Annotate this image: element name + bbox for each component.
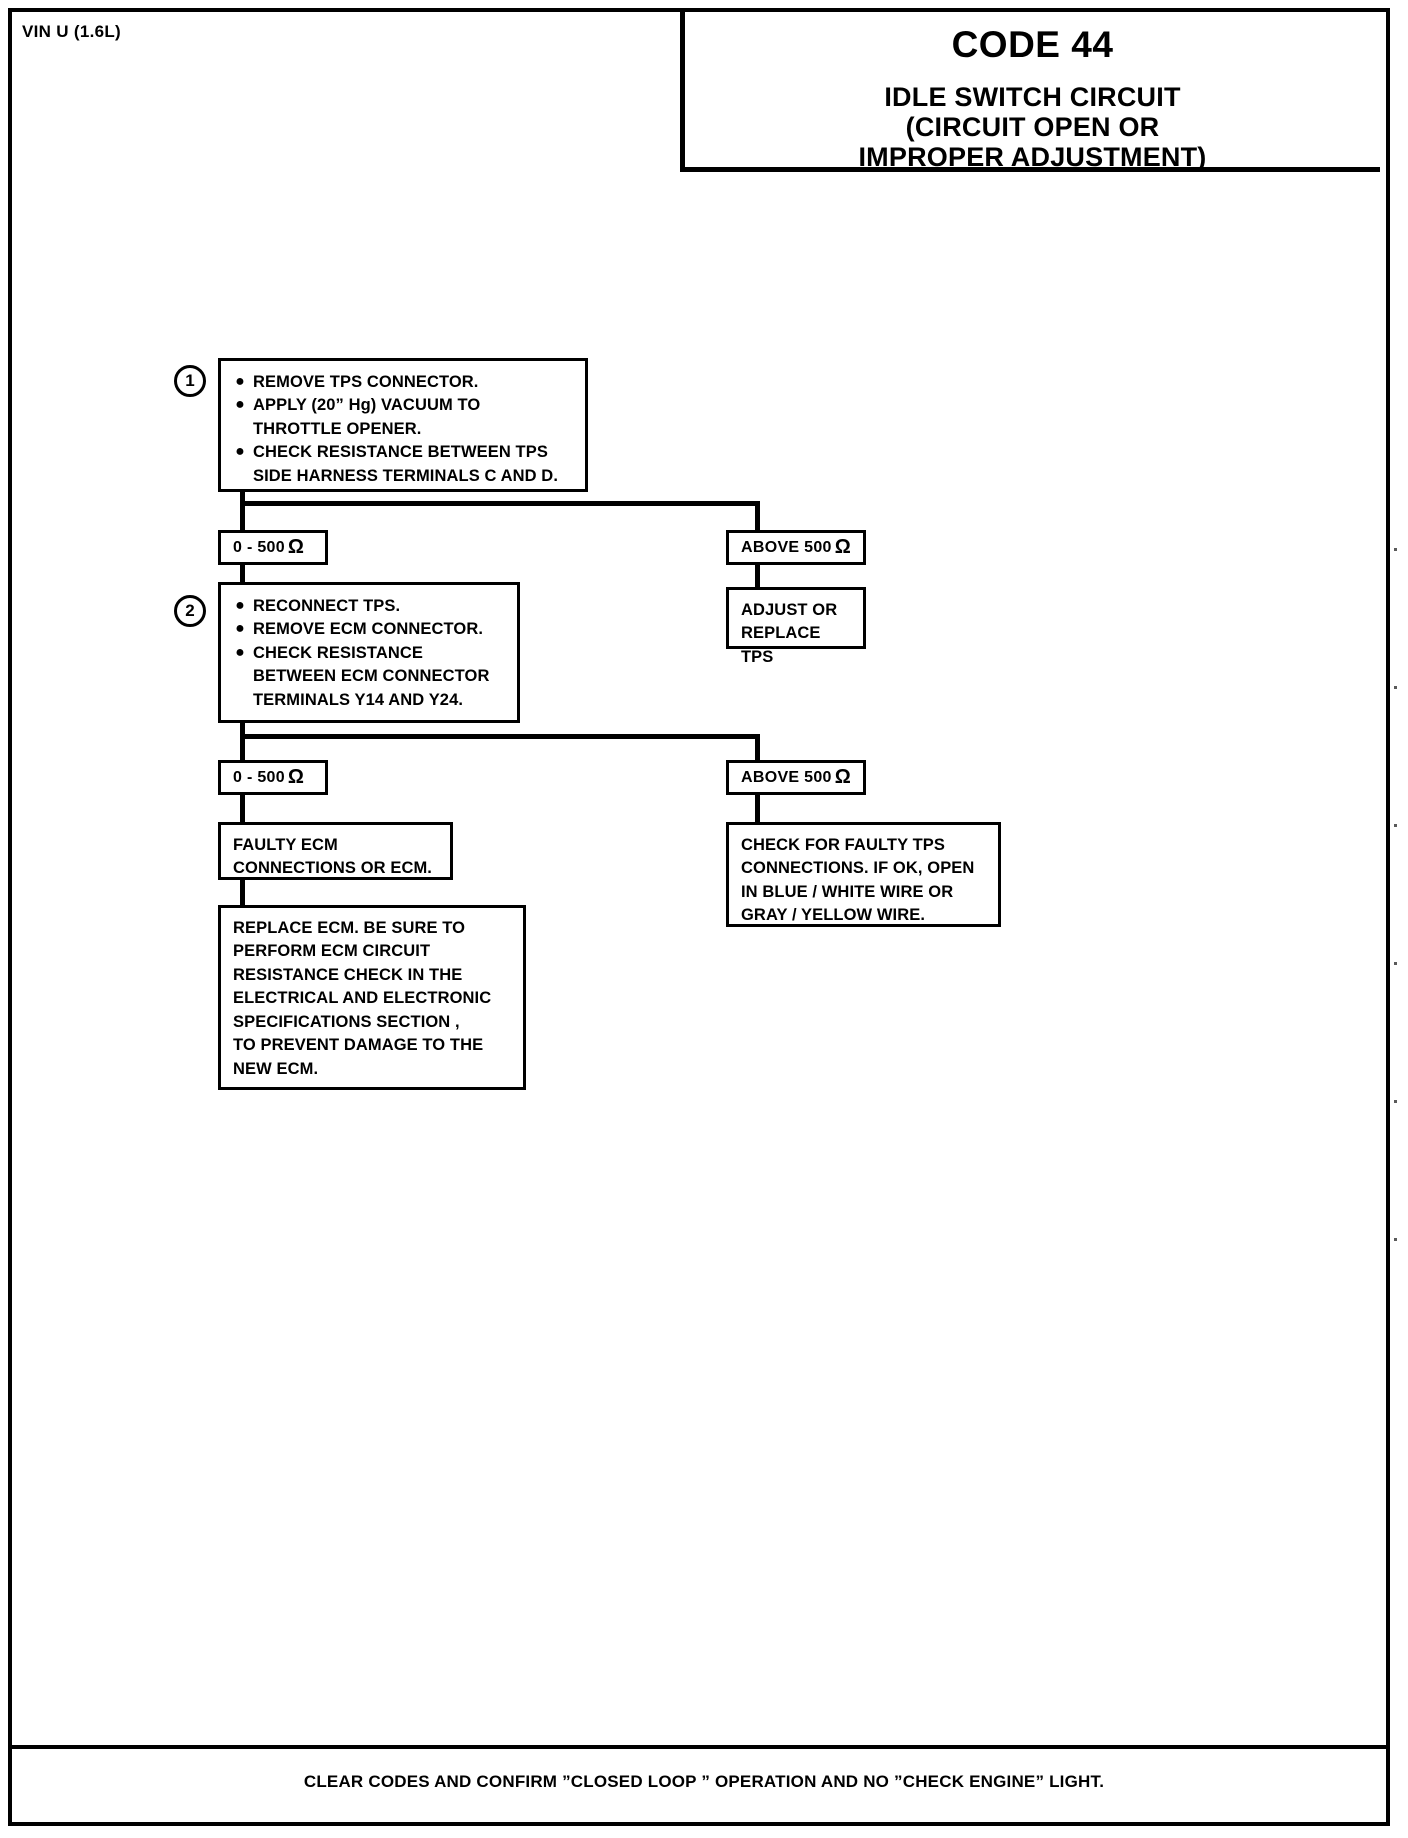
footer-note: CLEAR CODES AND CONFIRM ”CLOSED LOOP ” O… (303, 1772, 1105, 1791)
ohm-icon: Ω (287, 536, 305, 558)
ohm-icon: Ω (834, 766, 852, 788)
bullet-icon: ● (235, 443, 245, 461)
result-line: ADJUST OR (741, 601, 838, 619)
result-line: RESISTANCE CHECK IN THE (233, 965, 463, 984)
result-line: SPECIFICATIONS SECTION , (233, 1012, 460, 1031)
margin-dot (1394, 824, 1397, 827)
margin-dot (1394, 1238, 1397, 1241)
page-title: CODE 44 (951, 24, 1114, 65)
branch1-left-chip-value: 0 - 500 (233, 538, 285, 556)
connector-faulty-ecm-down (240, 880, 245, 906)
ohm-icon: Ω (287, 766, 305, 788)
branch2-left-chip-value: 0 - 500 (233, 768, 285, 786)
connector-branch2-left-down (240, 734, 245, 762)
result-line: CONNECTIONS OR ECM. (233, 859, 432, 878)
page-border (8, 8, 1390, 1826)
connector-branch1-bar (240, 501, 760, 506)
bullet-text: CHECK RESISTANCE (253, 643, 423, 662)
step-1-box: ● REMOVE TPS CONNECTOR. ● APPLY (20” Hg)… (218, 358, 588, 492)
bullet-icon: ● (235, 643, 245, 661)
step-1-bullet-1: ● REMOVE TPS CONNECTOR. (227, 371, 577, 394)
step-1-badge: 1 (174, 365, 206, 397)
connector-chip1L-down (240, 565, 245, 582)
connector-step1-down (240, 492, 245, 504)
vin-label: VIN U (1.6L) (22, 22, 122, 41)
subtitle-line-3: IMPROPER ADJUSTMENT) (858, 142, 1207, 173)
step-2-bullet-3-cont-2: TERMINALS Y14 AND Y24. (253, 690, 464, 709)
result-line: REPLACE TPS (741, 624, 821, 666)
branch1-left-chip: 0 - 500 Ω (218, 530, 328, 565)
faulty-ecm-box: FAULTY ECM CONNECTIONS OR ECM. (218, 822, 453, 880)
margin-dot (1394, 1100, 1397, 1103)
step-2-badge: 2 (174, 595, 206, 627)
footer-divider (12, 1745, 1386, 1749)
branch2-left-chip: 0 - 500 Ω (218, 760, 328, 795)
result-line: TO PREVENT DAMAGE TO THE (233, 1036, 484, 1055)
result-line: ELECTRICAL AND ELECTRONIC (233, 989, 492, 1008)
branch1-right-chip-value: ABOVE 500 (741, 538, 832, 556)
connector-branch2-bar (240, 734, 760, 739)
step-2-content: ● RECONNECT TPS. ● REMOVE ECM CONNECTOR.… (221, 585, 517, 722)
connector-branch2-right-down (755, 734, 760, 762)
connector-branch1-left-down (240, 501, 245, 531)
margin-dot (1394, 686, 1397, 689)
step-1-bullet-3-cont: SIDE HARNESS TERMINALS C AND D. (253, 466, 559, 485)
margin-dot (1394, 548, 1397, 551)
check-faulty-tps-content: CHECK FOR FAULTY TPS CONNECTIONS. IF OK,… (729, 825, 998, 937)
result-line: PERFORM ECM CIRCUIT (233, 942, 431, 961)
result-line: FAULTY ECM (233, 836, 338, 854)
check-faulty-tps-box: CHECK FOR FAULTY TPS CONNECTIONS. IF OK,… (726, 822, 1001, 927)
step-2-bullet-1: ● RECONNECT TPS. (227, 595, 509, 618)
bullet-icon: ● (235, 373, 245, 390)
step-2-bullet-2: ● REMOVE ECM CONNECTOR. (227, 618, 509, 641)
result-line: GRAY / YELLOW WIRE. (741, 906, 926, 925)
bullet-text: APPLY (20” Hg) VACUUM TO (253, 396, 481, 415)
margin-dot (1394, 962, 1397, 965)
result-line: REPLACE ECM. BE SURE TO (233, 919, 466, 937)
branch2-right-chip: ABOVE 500 Ω (726, 760, 866, 795)
branch1-right-chip: ABOVE 500 Ω (726, 530, 866, 565)
connector-chip2R-down (755, 795, 760, 822)
result-line: IN BLUE / WHITE WIRE OR (741, 882, 954, 901)
step-2-box: ● RECONNECT TPS. ● REMOVE ECM CONNECTOR.… (218, 582, 520, 723)
bullet-text: REMOVE ECM CONNECTOR. (253, 620, 484, 639)
bullet-icon: ● (235, 597, 245, 614)
subtitle-line-2: (CIRCUIT OPEN OR (905, 112, 1160, 143)
step-1-content: ● REMOVE TPS CONNECTOR. ● APPLY (20” Hg)… (221, 361, 585, 498)
bullet-icon: ● (235, 620, 245, 638)
bullet-text: RECONNECT TPS. (253, 597, 401, 615)
bullet-text: CHECK RESISTANCE BETWEEN TPS (253, 443, 548, 462)
title-subtitle: IDLE SWITCH CIRCUIT (CIRCUIT OPEN OR IMP… (685, 82, 1380, 173)
result-line: CONNECTIONS. IF OK, OPEN (741, 859, 975, 878)
step-1-bullet-3: ● CHECK RESISTANCE BETWEEN TPS (227, 441, 577, 464)
faulty-ecm-content: FAULTY ECM CONNECTIONS OR ECM. (221, 825, 450, 890)
result-line: NEW ECM. (233, 1059, 319, 1078)
step-1-bullet-2: ● APPLY (20” Hg) VACUUM TO (227, 394, 577, 417)
step-2-bullet-3: ● CHECK RESISTANCE (227, 642, 509, 665)
adjust-replace-tps-content: ADJUST OR REPLACE TPS (729, 590, 863, 678)
replace-ecm-box: REPLACE ECM. BE SURE TO PERFORM ECM CIRC… (218, 905, 526, 1090)
step-1-bullet-2-cont: THROTTLE OPENER. (253, 419, 422, 438)
connector-chip1R-down (755, 565, 760, 587)
connector-step2-down (240, 723, 245, 737)
connector-branch1-right-down (755, 501, 760, 531)
branch2-right-chip-value: ABOVE 500 (741, 768, 832, 786)
connector-chip2L-down (240, 795, 245, 822)
ohm-icon: Ω (834, 536, 852, 558)
result-line: CHECK FOR FAULTY TPS (741, 836, 945, 854)
title-block: CODE 44 IDLE SWITCH CIRCUIT (CIRCUIT OPE… (680, 10, 1380, 172)
bullet-text: REMOVE TPS CONNECTOR. (253, 373, 479, 391)
replace-ecm-content: REPLACE ECM. BE SURE TO PERFORM ECM CIRC… (221, 908, 523, 1090)
subtitle-line-1: IDLE SWITCH CIRCUIT (884, 82, 1181, 112)
bullet-icon: ● (235, 396, 245, 414)
step-2-bullet-3-cont-1: BETWEEN ECM CONNECTOR (253, 667, 490, 686)
adjust-replace-tps-box: ADJUST OR REPLACE TPS (726, 587, 866, 666)
